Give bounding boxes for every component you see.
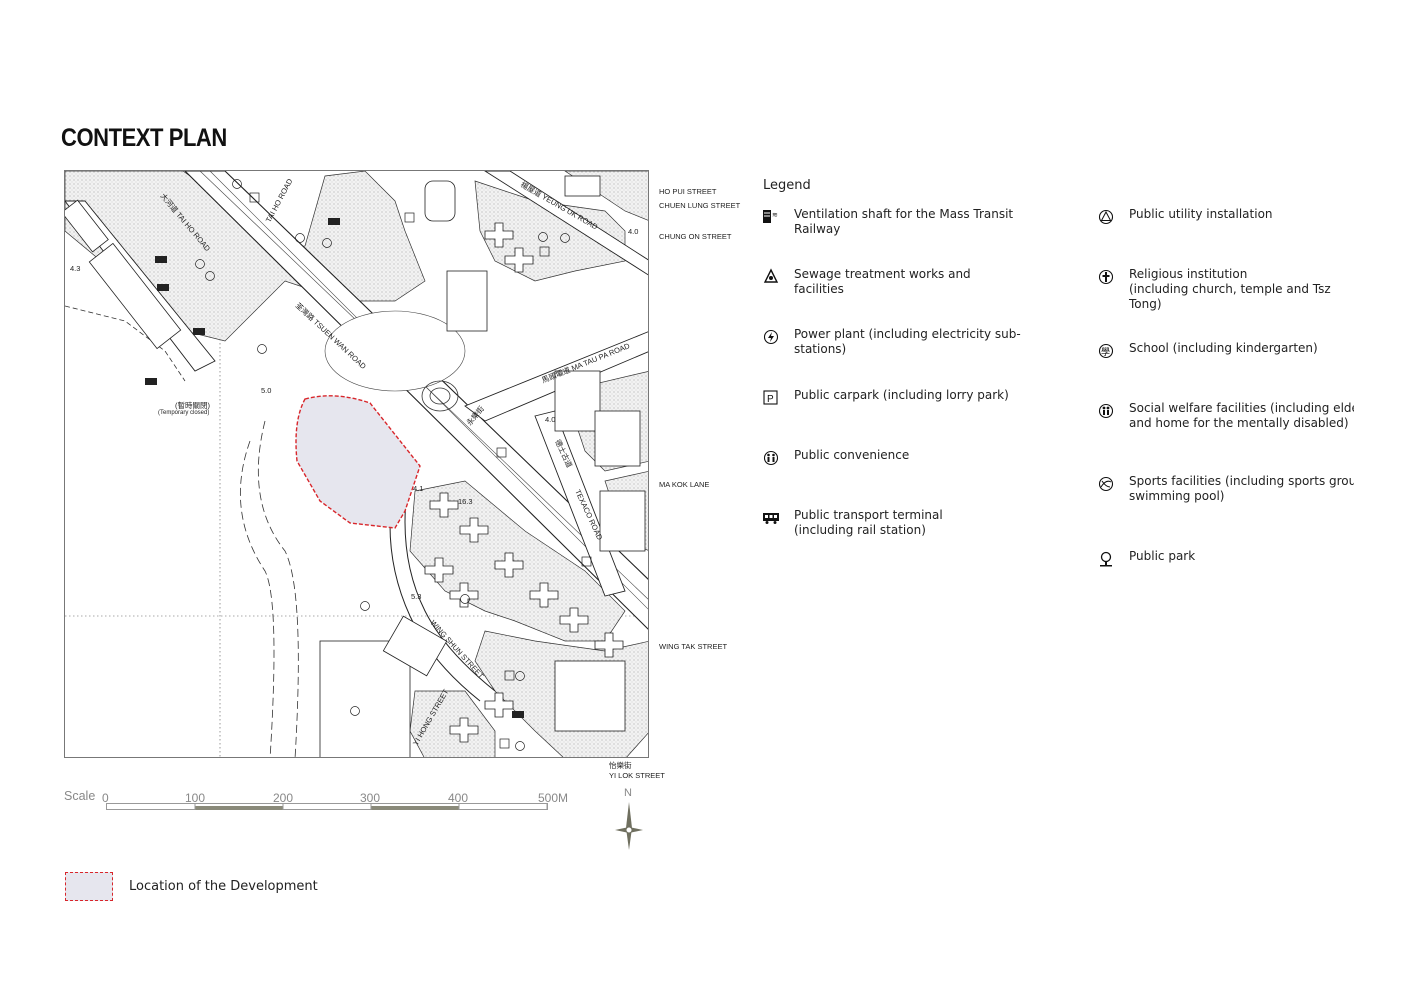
- scale-bar: [106, 803, 548, 810]
- legend-heading: Legend: [763, 178, 811, 193]
- legend-label: Power plant (including electricity sub-s…: [794, 327, 1021, 356]
- spot-height: 16.3: [458, 497, 473, 506]
- scale-tick-label: 0: [102, 791, 109, 805]
- legend-item-social-welfare: Social welfare facilities (including eld…: [1097, 401, 1354, 431]
- school-icon: 學: [1098, 343, 1114, 359]
- scale-tick-label: 400: [448, 791, 469, 805]
- ventilation-shaft-icon: ≋: [763, 210, 778, 223]
- wing-shun-street: [404, 470, 496, 692]
- map-drawing: 4.3 5.0 4.1 16.3 4.0 4.0 5.3 荃灣路 TSUEN W…: [65, 171, 648, 757]
- sewage-icon: [763, 268, 779, 283]
- building: [88, 242, 182, 350]
- temp-closed-label: (Temporary closed): [158, 410, 209, 416]
- spot-height: 4.0: [545, 415, 555, 424]
- building: [382, 615, 448, 677]
- street-label-chung-on: CHUNG ON STREET: [659, 232, 732, 241]
- legend-label: Public carpark (including lorry park): [794, 388, 1009, 402]
- street-label-yi-lok: YI LOK STREET: [609, 771, 665, 780]
- scale-tick-label: 200: [273, 791, 294, 805]
- building: [554, 370, 601, 432]
- building: [554, 660, 626, 732]
- boundary-line: [240, 440, 275, 757]
- legend-label: Sports facilities (including sports grou…: [1129, 474, 1354, 503]
- scale-tick-label: 300: [360, 791, 381, 805]
- legend-item-power: Power plant (including electricity sub-s…: [762, 327, 1024, 357]
- legend-label: Sewage treatment works and facilities: [794, 267, 971, 296]
- spot-height: 5.3: [411, 592, 421, 601]
- social-welfare-icon: [1098, 403, 1114, 419]
- legend-item-sports: Sports facilities (including sports grou…: [1097, 474, 1354, 504]
- north-label: N: [624, 787, 632, 799]
- legend-item-sewage: Sewage treatment works and facilities: [762, 267, 1024, 297]
- legend-item-religious: Religious institution (including church,…: [1097, 267, 1359, 312]
- legend-item-utility: Public utility installation: [1097, 207, 1359, 226]
- power-plant-icon: [763, 329, 779, 345]
- sports-field: [319, 640, 411, 757]
- park-feature: [429, 387, 451, 405]
- legend-item-park: Public park: [1097, 549, 1359, 568]
- building: [599, 490, 646, 552]
- svg-text:≋: ≋: [772, 211, 778, 219]
- spot-height: 4.0: [628, 227, 638, 236]
- boundary-line: [257, 420, 299, 757]
- scale-tick-label: 100: [185, 791, 206, 805]
- housing-blocks: [424, 222, 624, 743]
- street-label-yi-lok-cn: 怡樂街: [609, 761, 632, 770]
- legend-item-ventilation: ≋ Ventilation shaft for the Mass Transit…: [762, 207, 1024, 237]
- public-park-icon: [1100, 551, 1112, 567]
- carpark-icon: P: [763, 390, 778, 405]
- park-area: [324, 310, 466, 392]
- building: [594, 410, 641, 467]
- road-median: [209, 171, 648, 610]
- sports-ground: [446, 270, 488, 332]
- building: [424, 180, 456, 222]
- public-convenience-icon: [763, 450, 779, 466]
- building: [564, 175, 601, 197]
- development-label: Location of the Development: [129, 879, 318, 894]
- spot-height: 4.3: [70, 264, 80, 273]
- legend-label: Public utility installation: [1129, 207, 1273, 221]
- sports-icon: [1098, 476, 1114, 492]
- legend-label: Religious institution (including church,…: [1129, 267, 1331, 311]
- transport-terminal-icon: [763, 513, 779, 524]
- religious-icon: [1098, 269, 1114, 285]
- legend-item-convenience: Public convenience: [762, 448, 1024, 467]
- building: [65, 199, 109, 253]
- legend-label: Social welfare facilities (including eld…: [1129, 401, 1354, 430]
- scale-tick-label: 500M: [538, 791, 569, 805]
- legend-label: Public convenience: [794, 448, 910, 462]
- scale-label: Scale: [64, 789, 96, 803]
- street-label-chuen-lung: CHUEN LUNG STREET: [659, 201, 741, 210]
- park-feature: [421, 380, 459, 412]
- street-label-ho-pui: HO PUI STREET: [659, 187, 717, 196]
- legend-label: School (including kindergarten): [1129, 341, 1318, 355]
- legend-item-carpark: P Public carpark (including lorry park): [762, 388, 1024, 407]
- legend-label: Public transport terminal (including rai…: [794, 508, 943, 537]
- north-arrow-icon: [615, 802, 643, 850]
- legend-item-school: 學 School (including kindergarten): [1097, 341, 1359, 360]
- yeung-uk-road: [484, 171, 648, 276]
- temp-closed-label: (暫時關閉): [175, 400, 210, 410]
- context-map: 4.3 5.0 4.1 16.3 4.0 4.0 5.3 荃灣路 TSUEN W…: [64, 170, 649, 758]
- rail-line: [65, 305, 186, 382]
- spot-heights: 4.3 5.0 4.1 16.3 4.0 4.0 5.3: [70, 227, 638, 601]
- spot-height: 5.0: [261, 386, 271, 395]
- street-label: TAI HO ROAD: [264, 177, 295, 224]
- legend-label: Public park: [1129, 549, 1196, 563]
- public-utility-icon: [1098, 209, 1114, 225]
- development-swatch: [65, 872, 113, 901]
- svg-text:學: 學: [1101, 346, 1110, 358]
- page-title: CONTEXT PLAN: [61, 124, 227, 152]
- legend-item-transport: Public transport terminal (including rai…: [762, 508, 1024, 538]
- map-symbols: [145, 179, 592, 751]
- street-label-wing-tak: WING TAK STREET: [659, 642, 728, 651]
- legend-label: Ventilation shaft for the Mass Transit R…: [794, 207, 1014, 236]
- street-label-ma-kok: MA KOK LANE: [659, 480, 710, 489]
- spot-height: 4.1: [413, 484, 423, 493]
- tsuen-wan-road: [184, 171, 648, 630]
- development-site: [295, 395, 421, 529]
- svg-text:P: P: [767, 394, 774, 405]
